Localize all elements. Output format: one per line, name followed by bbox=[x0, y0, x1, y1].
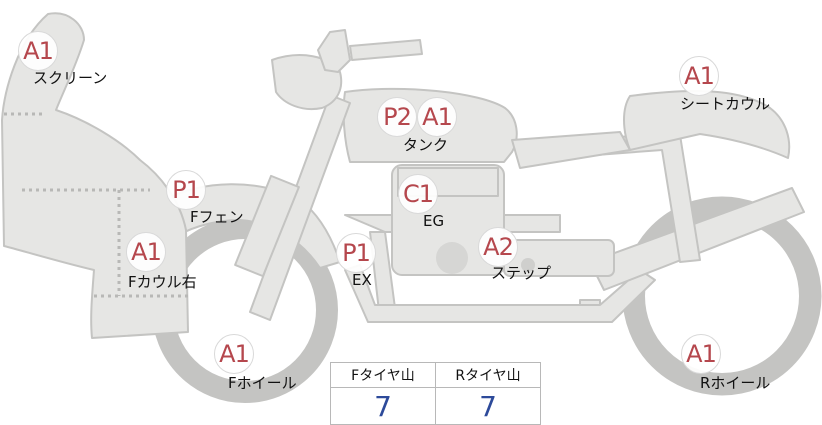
r-wheel-label: Rホイール bbox=[700, 374, 771, 392]
engine-cover bbox=[436, 242, 468, 274]
exhaust-pipe bbox=[344, 264, 656, 323]
seat-cowl-label: シートカウル bbox=[680, 95, 771, 113]
exhaust-label: EX bbox=[352, 271, 372, 289]
f-wheel-code-badge[interactable]: A1 bbox=[214, 334, 254, 374]
f-tread-header: Fタイヤ山 bbox=[330, 362, 436, 388]
r-tread-header: Rタイヤ山 bbox=[435, 362, 541, 388]
f-cowl-right-code-badge[interactable]: A1 bbox=[126, 232, 166, 272]
tank-code-badge-1[interactable]: P2 bbox=[377, 97, 417, 137]
f-fender-label: Fフェン bbox=[190, 208, 244, 226]
screen-label: スクリーン bbox=[33, 69, 108, 87]
step-peg bbox=[521, 258, 535, 272]
tread-value-row: 7 7 bbox=[330, 387, 541, 425]
tread-header-row: Fタイヤ山 Rタイヤ山 bbox=[330, 362, 541, 388]
f-fender-code-badge[interactable]: P1 bbox=[166, 170, 206, 210]
fork-lower bbox=[234, 174, 300, 278]
f-tread-value: 7 bbox=[330, 387, 436, 425]
f-cowl-right-label: Fカウル右 bbox=[128, 273, 197, 291]
seat-cowl-code-badge[interactable]: A1 bbox=[679, 56, 719, 96]
tank-code-badge-2[interactable]: A1 bbox=[417, 97, 457, 137]
step-label: ステップ bbox=[491, 264, 552, 282]
r-wheel-code-badge[interactable]: A1 bbox=[681, 334, 721, 374]
tank-label: タンク bbox=[403, 136, 449, 154]
f-wheel-label: Fホイール bbox=[228, 374, 297, 392]
seat bbox=[511, 131, 631, 169]
engine-label: EG bbox=[423, 212, 445, 230]
handlebar bbox=[317, 29, 351, 73]
seat-cowl-shape bbox=[623, 90, 791, 159]
r-tread-value: 7 bbox=[435, 387, 541, 425]
engine-code-badge[interactable]: C1 bbox=[398, 174, 438, 214]
step-code-badge[interactable]: A2 bbox=[478, 227, 518, 267]
exhaust-code-badge[interactable]: P1 bbox=[336, 233, 376, 273]
screen-code-badge[interactable]: A1 bbox=[18, 31, 58, 71]
handlebar-grip bbox=[349, 39, 423, 61]
tire-tread-table: Fタイヤ山 Rタイヤ山 7 7 bbox=[330, 362, 541, 425]
